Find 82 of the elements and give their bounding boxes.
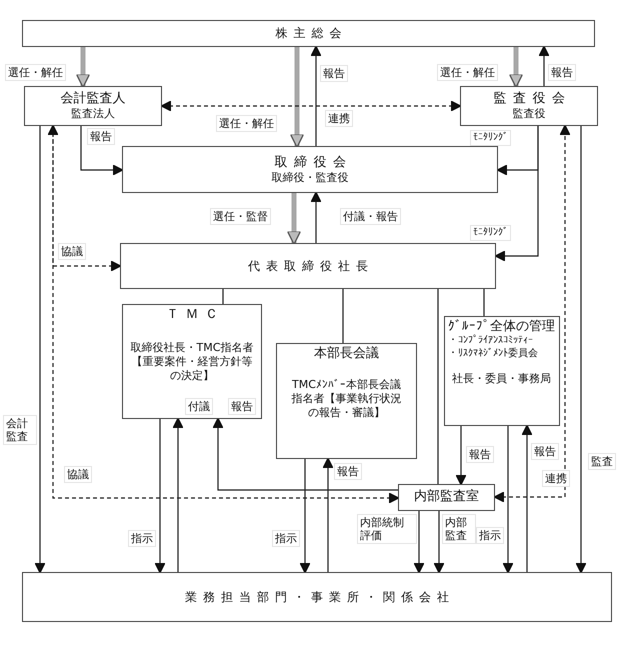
box-title: 本部長会議 bbox=[314, 346, 379, 362]
edge-label: 報告 bbox=[531, 443, 559, 460]
org-box bbox=[22, 572, 612, 622]
connector-line bbox=[483, 289, 485, 316]
org-box bbox=[398, 484, 495, 511]
edge-label: 会計監査 bbox=[3, 415, 37, 446]
box-title: 取締役会 bbox=[274, 154, 352, 171]
arrow bbox=[300, 459, 310, 574]
arrow bbox=[494, 126, 539, 262]
edge-label: 選任・解任 bbox=[437, 64, 498, 82]
edge-label: 選任・解任 bbox=[5, 64, 66, 82]
box-title: 株主総会 bbox=[276, 26, 348, 41]
arrow bbox=[456, 426, 466, 486]
org-box bbox=[122, 304, 262, 419]
edge-label: 報告 bbox=[548, 64, 576, 82]
org-box bbox=[276, 343, 417, 459]
org-box bbox=[460, 86, 598, 126]
edge-label: 協議 bbox=[64, 466, 92, 484]
box-text: TMCﾒﾝﾊﾞｰ本部長会議指名者【事業執行状況の報告・審議】 bbox=[290, 378, 402, 420]
arrow bbox=[322, 458, 334, 572]
box-text: 取締役・監査役 bbox=[272, 170, 348, 184]
edge-label: 報告 bbox=[334, 463, 362, 480]
arrow bbox=[172, 418, 184, 572]
box-title: 代表取締役社長 bbox=[248, 258, 374, 274]
org-box bbox=[22, 20, 595, 47]
edge-label: 監査 bbox=[588, 453, 616, 470]
connector-line bbox=[342, 289, 344, 343]
box-title: ＴＭＣ bbox=[166, 307, 224, 324]
edge-label: 連携 bbox=[325, 110, 353, 128]
box-text: 監査法人 bbox=[71, 107, 115, 121]
edge-label: 報告 bbox=[466, 446, 494, 464]
box-title: 業務担当部門・事業所・関係会社 bbox=[185, 590, 455, 604]
org-box bbox=[444, 316, 560, 426]
arrow bbox=[434, 511, 444, 574]
box-title: ｸﾞﾙｰﾌﾟ全体の管理 bbox=[448, 319, 555, 334]
box-title: 会計監査人 bbox=[60, 91, 126, 108]
edge-label: ﾓﾆﾀﾘﾝｸﾞ bbox=[470, 130, 511, 146]
arrow bbox=[538, 46, 550, 86]
arrow bbox=[80, 126, 124, 176]
edge-label: 付議 bbox=[185, 398, 213, 416]
box-text: 監査役 bbox=[512, 107, 546, 121]
arrow bbox=[310, 192, 322, 243]
edge-label: 選任・解任 bbox=[216, 115, 277, 132]
box-text: ・ﾘｽｸﾏﾈｼﾞﾒﾝﾄ委員会 bbox=[448, 348, 538, 360]
edge-label: 指示 bbox=[476, 527, 504, 544]
edge-label: 選任・監督 bbox=[210, 208, 271, 226]
box-title: 内部監査室 bbox=[414, 489, 479, 506]
arrow bbox=[508, 47, 524, 88]
edge-label: 報告 bbox=[87, 128, 115, 146]
edge-label: 指示 bbox=[128, 530, 156, 548]
edge-label: 報告 bbox=[320, 65, 348, 82]
org-box bbox=[24, 86, 162, 126]
edge-label: 付議・報告 bbox=[340, 208, 401, 226]
box-title: 監査役会 bbox=[493, 91, 572, 108]
arrow bbox=[154, 419, 166, 574]
box-text: 社長・委員・事務局 bbox=[452, 372, 551, 386]
arrow bbox=[522, 424, 532, 572]
org-box bbox=[120, 243, 496, 289]
arrow bbox=[212, 418, 398, 491]
arrow bbox=[290, 47, 304, 148]
edge-label: 内部監査 bbox=[442, 514, 476, 544]
arrow bbox=[494, 124, 570, 502]
edge-label: 報告 bbox=[228, 398, 256, 416]
arrow bbox=[286, 193, 302, 245]
box-text: 取締役社長・TMC指名者【重要案件・経営方針等の決定】 bbox=[130, 341, 254, 382]
arrow bbox=[576, 126, 586, 574]
edge-label: 指示 bbox=[272, 530, 300, 548]
connector-line bbox=[437, 289, 439, 484]
arrow bbox=[502, 426, 514, 574]
arrow bbox=[34, 126, 46, 574]
arrow bbox=[48, 124, 400, 504]
edge-label: 連携 bbox=[542, 470, 570, 488]
arrow bbox=[76, 47, 90, 88]
edge-label: 内部統制評価 bbox=[357, 514, 417, 544]
arrow bbox=[160, 100, 462, 112]
arrow bbox=[310, 46, 322, 146]
arrow bbox=[414, 511, 424, 574]
box-text: ・ｺﾝﾌﾟﾗｲｱﾝｽｺﾐｯﾃｨｰ bbox=[448, 335, 533, 348]
edge-label: ﾓﾆﾀﾘﾝｸﾞ bbox=[470, 225, 511, 241]
connector-line bbox=[222, 289, 224, 304]
org-box bbox=[122, 146, 498, 193]
edge-label: 協議 bbox=[58, 243, 86, 260]
